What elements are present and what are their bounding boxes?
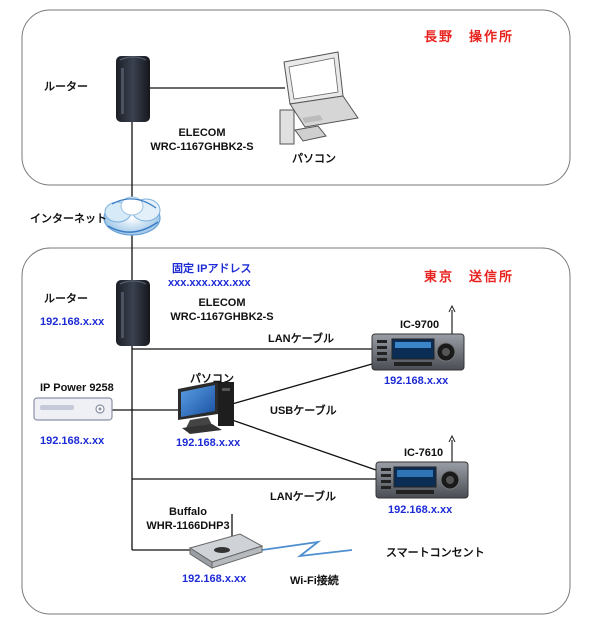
lan-cable-label-1: LANケーブル bbox=[268, 333, 334, 345]
pc-ic7610-line bbox=[231, 419, 377, 471]
ip-power-ip: 192.168.x.xx bbox=[40, 435, 105, 447]
tokyo-site-title: 東京 送信所 bbox=[424, 269, 515, 284]
tokyo-router-model-number: WRC-1167GHBK2-S bbox=[170, 311, 274, 323]
nagano-router-model: ELECOM WRC-1167GHBK2-S bbox=[146, 126, 258, 154]
ip-power-label: IP Power 9258 bbox=[40, 382, 114, 394]
nagano-router-model-number: WRC-1167GHBK2-S bbox=[150, 141, 254, 153]
internet-cloud-icon bbox=[103, 196, 161, 236]
tokyo-router-icon bbox=[116, 280, 150, 346]
nagano-router-icon bbox=[116, 56, 150, 122]
tokyo-router-ip: 192.168.x.xx bbox=[40, 316, 105, 328]
ic-7610-radio-icon bbox=[375, 434, 469, 499]
smart-outlet-label: スマートコンセント bbox=[386, 547, 485, 559]
lan-cable-label-2: LANケーブル bbox=[270, 491, 336, 503]
nagano-laptop-icon bbox=[279, 51, 359, 145]
tokyo-pc-label: パソコン bbox=[190, 373, 234, 385]
ip-power-icon bbox=[33, 397, 113, 421]
ic-7610-label: IC-7610 bbox=[404, 447, 444, 459]
wifi-connection-label: Wi-Fi接続 bbox=[290, 575, 339, 587]
buffalo-ip: 192.168.x.xx bbox=[182, 573, 247, 585]
nagano-pc-label: パソコン bbox=[292, 153, 336, 165]
buffalo-router-icon bbox=[188, 514, 264, 569]
ic-7610-ip: 192.168.x.xx bbox=[388, 504, 453, 516]
buffalo-brand: Buffalo bbox=[169, 506, 207, 518]
tokyo-router-brand: ELECOM bbox=[198, 297, 246, 309]
tokyo-router-model: ELECOM WRC-1167GHBK2-S bbox=[166, 296, 278, 324]
tokyo-router-label: ルーター bbox=[44, 293, 88, 305]
nagano-site-box bbox=[21, 9, 571, 186]
fixed-ip-value: xxx.xxx.xxx.xxx bbox=[168, 277, 251, 289]
ic-9700-ip: 192.168.x.xx bbox=[384, 375, 449, 387]
fixed-ip-label: 固定 IPアドレス bbox=[172, 263, 252, 275]
tokyo-pc-icon bbox=[178, 381, 234, 434]
pc-ic9700-line bbox=[231, 363, 373, 405]
buffalo-router-model: Buffalo WHR-1166DHP3 bbox=[140, 505, 236, 533]
nagano-site-title: 長野 操作所 bbox=[424, 29, 515, 44]
nagano-router-brand: ELECOM bbox=[178, 127, 226, 139]
tokyo-pc-ip: 192.168.x.xx bbox=[176, 437, 241, 449]
internet-label: インターネット bbox=[30, 213, 107, 225]
usb-cable-label: USBケーブル bbox=[270, 405, 337, 417]
nagano-router-label: ルーター bbox=[44, 81, 88, 93]
wifi-lightning-icon bbox=[261, 540, 353, 558]
ic-9700-radio-icon bbox=[371, 304, 465, 371]
tokyo-site-box bbox=[21, 247, 571, 615]
buffalo-model-number: WHR-1166DHP3 bbox=[146, 520, 230, 532]
ic-9700-label: IC-9700 bbox=[400, 319, 440, 331]
